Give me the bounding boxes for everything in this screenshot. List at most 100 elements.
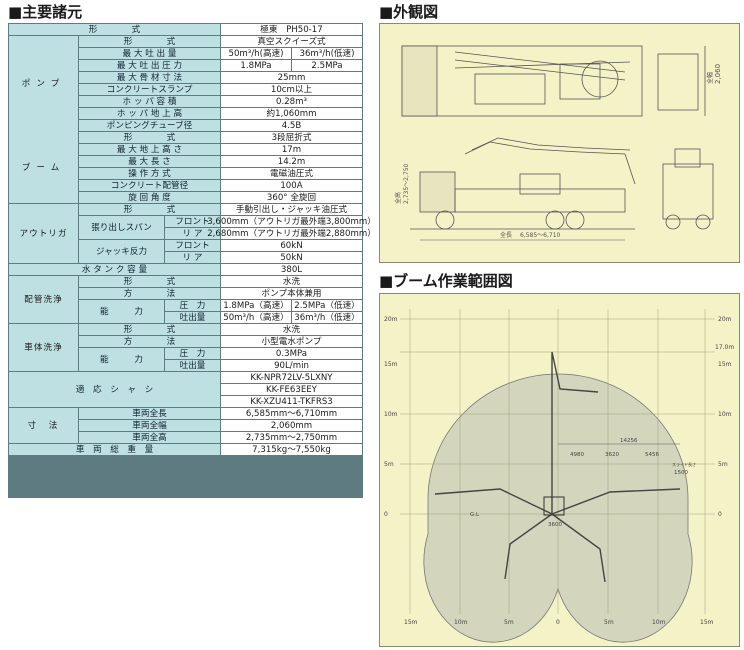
boom-range-drawing: 20m 15m 10m 5m 0 20m 17.0m 15m 10m 5m 0 … xyxy=(384,309,734,643)
boom-type-label: 形 式 xyxy=(79,132,220,143)
model-value: 極東 PH50-17 xyxy=(221,24,362,35)
dim-3600: 3600 xyxy=(548,522,562,528)
tube-diameter-value: 4.5B xyxy=(221,120,362,131)
max-aggregate-label: 最 大 骨 材 寸 法 xyxy=(79,72,220,83)
boom-type-value: 3段屈折式 xyxy=(221,132,362,143)
x-axis-pos5: 5m xyxy=(604,619,614,626)
boom-rotation-label: 旋 回 角 度 xyxy=(79,192,220,203)
chassis-value-1: KK-NPR72LV-5LXNY xyxy=(221,372,362,383)
ground-line-label: G.L xyxy=(470,512,480,518)
pump-type-label: 形 式 xyxy=(79,36,220,47)
outrigger-span-front: 3,600mm（アウトリガ最外端3,800mm） xyxy=(207,216,376,227)
y-left-10: 10m xyxy=(384,411,398,418)
pipe-wash-discharge-low: 36m³/h（低速） xyxy=(292,312,362,323)
dim-height-label: 全高 xyxy=(394,192,402,204)
x-axis-pos15: 15m xyxy=(700,619,714,626)
exterior-panel: 2,060 全幅 2,735〜2,750 全高 全長 6,585〜6,710 xyxy=(379,23,740,263)
y-left-0: 0 xyxy=(384,511,388,518)
gross-weight-label: 車 両 総 重 量 xyxy=(9,444,220,455)
body-wash-type-value: 水洗 xyxy=(221,324,362,335)
outrigger-jack-rear-label: リ ア xyxy=(165,252,220,263)
boom-operation-label: 操 作 方 式 xyxy=(79,168,220,179)
exterior-drawing: 2,060 全幅 2,735〜2,750 全高 全長 6,585〜6,710 xyxy=(394,45,722,241)
height-value: 2,735mm〜2,750mm xyxy=(221,432,362,443)
y-left-20: 20m xyxy=(384,316,398,323)
range-axis-labels: 20m 15m 10m 5m 0 20m 17.0m 15m 10m 5m 0 … xyxy=(384,316,734,626)
pipe-wash-method-label: 方 法 xyxy=(79,288,220,299)
boom-max-height-value: 17m xyxy=(221,144,362,155)
slide-length-note: スライド長さ xyxy=(672,461,696,467)
outrigger-type-label: 形 式 xyxy=(79,204,220,215)
dim-5456: 5456 xyxy=(645,452,659,458)
boom-range-title: ■ブーム作業範囲図 xyxy=(379,272,513,290)
width-value: 2,060mm xyxy=(221,420,362,431)
max-discharge-high: 50m³/h(高速) xyxy=(221,48,291,59)
y-right-5: 5m xyxy=(718,461,728,468)
outrigger-span-front-label: フロント xyxy=(165,216,220,227)
body-wash-capacity-label: 能 力 xyxy=(79,348,164,371)
outrigger-jack-label: ジャッキ反力 xyxy=(79,240,164,263)
dim-14256: 14256 xyxy=(620,438,638,444)
pump-group-label: ポンプ xyxy=(9,36,78,167)
y-right-10: 10m xyxy=(718,411,732,418)
tube-diameter-label: ポンピングチューブ径 xyxy=(79,120,220,131)
boom-max-length-label: 最 大 長 さ xyxy=(79,156,220,167)
outrigger-span-label: 張り出しスパン xyxy=(79,216,164,239)
dimensions-group-label: 寸 法 xyxy=(9,408,78,443)
range-dimensions: 14256 4980 3620 5456 スライド長さ 1500 3600 G.… xyxy=(470,438,696,528)
body-wash-discharge-value: 90L/min xyxy=(221,360,362,371)
dim-width-label: 全幅 xyxy=(706,72,714,84)
x-axis-pos10: 10m xyxy=(652,619,666,626)
dim-3620: 3620 xyxy=(605,452,619,458)
body-wash-type-label: 形 式 xyxy=(79,324,220,335)
dim-length-text: 6,585〜6,710 xyxy=(520,232,561,239)
max-discharge-label: 最 大 吐 出 量 xyxy=(79,48,220,59)
x-axis-neg10: 10m xyxy=(454,619,468,626)
exterior-title: ■外観図 xyxy=(379,3,439,21)
spec-title: ■主要諸元 xyxy=(8,3,83,21)
outrigger-span-rear: 2,680mm（アウトリガ最外端2,880mm） xyxy=(207,228,376,239)
truck-rear-top xyxy=(657,46,706,116)
pump-type-value: 真空スクイーズ式 xyxy=(221,36,362,47)
outrigger-span-rear-label: リ ア xyxy=(165,228,220,239)
width-label: 車両全幅 xyxy=(79,420,220,431)
boom-positions xyxy=(434,351,681,583)
x-axis-neg15: 15m xyxy=(404,619,418,626)
max-discharge-low: 36m³/h(低速) xyxy=(292,48,362,59)
slump-label: コンクリートスランプ xyxy=(79,84,220,95)
body-wash-method-value: 小型電水ポンプ xyxy=(221,336,362,347)
truck-top-view xyxy=(401,45,643,117)
pipe-wash-type-value: 水洗 xyxy=(221,276,362,287)
pipe-wash-type-label: 形 式 xyxy=(79,276,220,287)
water-tank-value: 380L xyxy=(221,264,362,275)
pipe-wash-capacity-label: 能 力 xyxy=(79,300,164,323)
max-pressure-low: 2.5MPa xyxy=(292,60,362,71)
gross-weight-value: 7,315kg〜7,550kg xyxy=(221,444,362,455)
outrigger-jack-rear: 50kN xyxy=(221,252,362,263)
outrigger-jack-front-label: フロント xyxy=(165,240,220,251)
y-right-15: 15m xyxy=(718,361,732,368)
body-wash-pressure-value: 0.3MPa xyxy=(221,348,362,359)
y-left-5: 5m xyxy=(384,461,394,468)
x-axis-neg5: 5m xyxy=(504,619,514,626)
pipe-wash-pressure-high: 1.8MPa（高速） xyxy=(221,300,291,311)
spec-table: 形 式 極東 PH50-17 ポンプ 形 式 真空スクイーズ式 最 大 吐 出 … xyxy=(8,23,376,498)
max-pressure-high: 1.8MPa xyxy=(221,60,291,71)
y-right-17: 17.0m xyxy=(715,344,734,351)
chassis-label: 適 応 シ ャ シ xyxy=(9,372,220,407)
dim-length-label: 全長 xyxy=(500,231,512,239)
pipe-wash-discharge-high: 50m³/h（高速） xyxy=(221,312,291,323)
pipe-wash-method-value: ポンプ本体兼用 xyxy=(221,288,362,299)
dim-width-text: 2,060 xyxy=(714,64,722,84)
length-label: 車両全長 xyxy=(79,408,220,419)
range-grid xyxy=(400,309,715,614)
x-axis-0: 0 xyxy=(556,619,560,626)
boom-range-panel: 20m 15m 10m 5m 0 20m 17.0m 15m 10m 5m 0 … xyxy=(379,293,740,647)
max-pressure-label: 最 大 吐 出 圧 力 xyxy=(79,60,220,71)
y-right-0: 0 xyxy=(718,511,722,518)
boom-rotation-value: 360° 全旋回 xyxy=(221,192,362,203)
boom-max-height-label: 最 大 地 上 高 さ xyxy=(79,144,220,155)
chassis-value-3: KK-XZU411-TKFRS3 xyxy=(221,396,362,407)
length-value: 6,585mm〜6,710mm xyxy=(221,408,362,419)
body-wash-discharge-label: 吐出量 xyxy=(165,360,220,371)
